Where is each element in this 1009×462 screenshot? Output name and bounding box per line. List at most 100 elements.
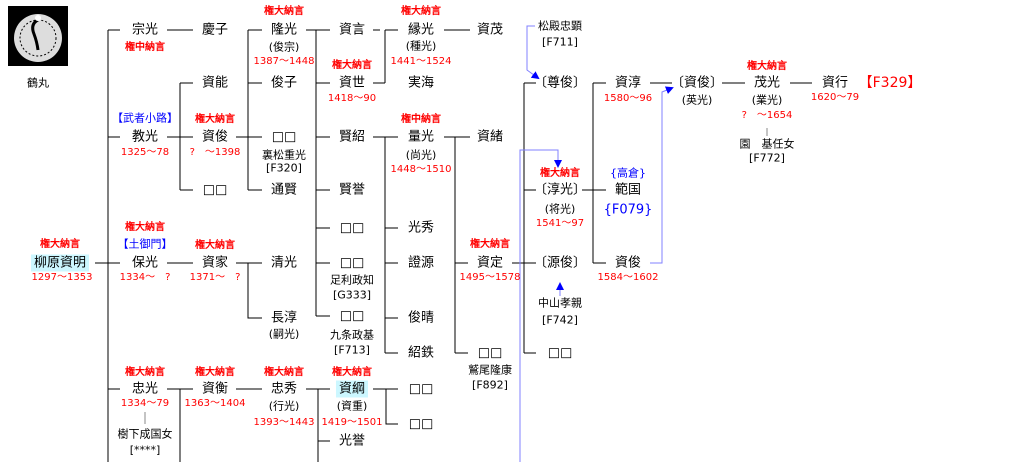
years: 1393〜1443 [253, 417, 315, 428]
note: 足利政知 [330, 273, 374, 287]
title: 権中納言 [125, 42, 165, 53]
ref: {F079} [603, 202, 653, 218]
alias: (将光) [544, 202, 576, 216]
person-unknown[interactable]: □□ [339, 308, 365, 324]
ref: [G333] [332, 288, 372, 302]
root-years: 1297〜1353 [31, 272, 93, 283]
title: 権大納言 [332, 367, 372, 378]
title: 権大納言 [125, 367, 165, 378]
alias: (資重) [336, 399, 368, 413]
person-kazumitsu[interactable]: 量光 [407, 129, 435, 145]
years: 1325〜78 [120, 147, 170, 158]
person-sukeyoshi[interactable]: 資能 [201, 75, 229, 91]
crest-label: 鶴丸 [27, 76, 49, 90]
title: 権大納言 [332, 60, 372, 71]
title: 権大納言 [470, 239, 510, 250]
alias: (俊宗) [268, 40, 300, 54]
alias: (種光) [405, 39, 437, 53]
person-shigemitsu[interactable]: 茂光 [753, 75, 781, 91]
person-sukeie[interactable]: 資家 [201, 255, 229, 271]
root-title: 権大納言 [40, 239, 80, 250]
person-shogen[interactable]: 證源 [407, 255, 435, 271]
ref: [F892] [472, 378, 508, 392]
person-atsumitsu[interactable]: 〔淳光〕 [533, 182, 587, 198]
person-michikata[interactable]: 通賢 [270, 182, 298, 198]
person-tadamitsu[interactable]: 忠光 [131, 381, 159, 397]
person-sukekoto[interactable]: 資言 [338, 22, 366, 38]
person-sukeaki[interactable]: 柳原資明 [30, 254, 90, 272]
person-sukeatsu[interactable]: 資淳 [614, 75, 642, 91]
person-unknown[interactable]: □□ [202, 182, 228, 198]
note: 九条政基 [330, 328, 374, 342]
person-sukeyuki[interactable]: 資行 [821, 75, 849, 91]
person-suketoshi[interactable]: 資俊 [614, 255, 642, 271]
house-label: 【土御門】 [117, 237, 173, 251]
ref-link[interactable]: 【F329】 [858, 75, 922, 91]
person-yasumitsu[interactable]: 保光 [131, 255, 159, 271]
ref: [F742] [542, 313, 578, 327]
person-sonshun[interactable]: 〔尊俊〕 [533, 75, 587, 91]
person-suketoshi-hidemitsu[interactable]: 〔資俊〕 [670, 75, 724, 91]
person-nagaatsu[interactable]: 長淳 [270, 310, 298, 326]
years: 1419〜1501 [321, 417, 383, 428]
years: 1418〜90 [327, 93, 377, 104]
person-keishi[interactable]: 慶子 [201, 22, 229, 38]
years: 1584〜1602 [597, 272, 659, 283]
person-unknown[interactable]: □□ [477, 345, 503, 361]
person-unknown[interactable]: □□ [408, 381, 434, 397]
person-koyo[interactable]: 光誉 [338, 433, 366, 449]
person-norikuni[interactable]: 範国 [614, 182, 642, 198]
person-genshun[interactable]: 〔源俊〕 [533, 255, 587, 271]
person-unknown[interactable]: □□ [339, 220, 365, 236]
person-munemitsu[interactable]: 宗光 [131, 22, 159, 38]
alias: (嗣光) [268, 327, 300, 341]
ref: [F711] [542, 35, 578, 49]
person-suketada[interactable]: 資定 [476, 255, 504, 271]
person-sukeshige[interactable]: 資茂 [476, 22, 504, 38]
person-shunshi[interactable]: 俊子 [270, 75, 298, 91]
person-shotetsu[interactable]: 紹鉄 [407, 345, 435, 361]
person-sukehira[interactable]: 資衡 [201, 381, 229, 397]
title: 権大納言 [747, 61, 787, 72]
years: 1371〜 ? [189, 272, 241, 283]
person-tadahide[interactable]: 忠秀 [270, 381, 298, 397]
years: 1441〜1524 [390, 56, 452, 67]
spouse-ref: [F772] [749, 151, 785, 165]
person-suketoshi[interactable]: 資俊 [201, 129, 229, 145]
years: 1620〜79 [810, 92, 860, 103]
adoptive-father: 松殿忠顕 [538, 19, 582, 33]
person-kiyomitsu[interactable]: 清光 [270, 255, 298, 271]
person-yorimitsu[interactable]: 縁光 [407, 22, 435, 38]
person-shunsei[interactable]: 俊晴 [407, 310, 435, 326]
alias: (業光) [751, 93, 783, 107]
alias: (行光) [268, 399, 300, 413]
title: 権大納言 [195, 240, 235, 251]
title: 権大納言 [125, 222, 165, 233]
alias: (尚光) [405, 148, 437, 162]
person-suketsugu[interactable]: 資緒 [476, 129, 504, 145]
person-norimitsu[interactable]: 教光 [131, 129, 159, 145]
crane-crest-icon [8, 6, 68, 66]
person-unknown[interactable]: □□ [271, 129, 297, 145]
title: 権大納言 [195, 114, 235, 125]
person-takamitsu[interactable]: 隆光 [270, 22, 298, 38]
note: 裏松重光 [262, 148, 306, 162]
person-mitsuhide[interactable]: 光秀 [407, 220, 435, 236]
person-unknown[interactable]: □□ [408, 416, 434, 432]
person-suketsuna[interactable]: 資綱 [335, 380, 369, 398]
years: 1541〜97 [535, 218, 585, 229]
person-sukeyo[interactable]: 資世 [338, 75, 366, 91]
years: 1387〜1448 [253, 56, 315, 67]
alias: (英光) [681, 93, 713, 107]
title: 権中納言 [401, 114, 441, 125]
ref: [F713] [334, 343, 370, 357]
person-jikkai[interactable]: 実海 [407, 75, 435, 91]
spouse-ref: [****] [129, 443, 161, 457]
title: 権大納言 [264, 6, 304, 17]
person-kensho[interactable]: 賢紹 [338, 129, 366, 145]
person-unknown[interactable]: □□ [339, 255, 365, 271]
person-kenyo[interactable]: 賢誉 [338, 182, 366, 198]
person-unknown[interactable]: □□ [547, 345, 573, 361]
years: 1363〜1404 [184, 398, 246, 409]
